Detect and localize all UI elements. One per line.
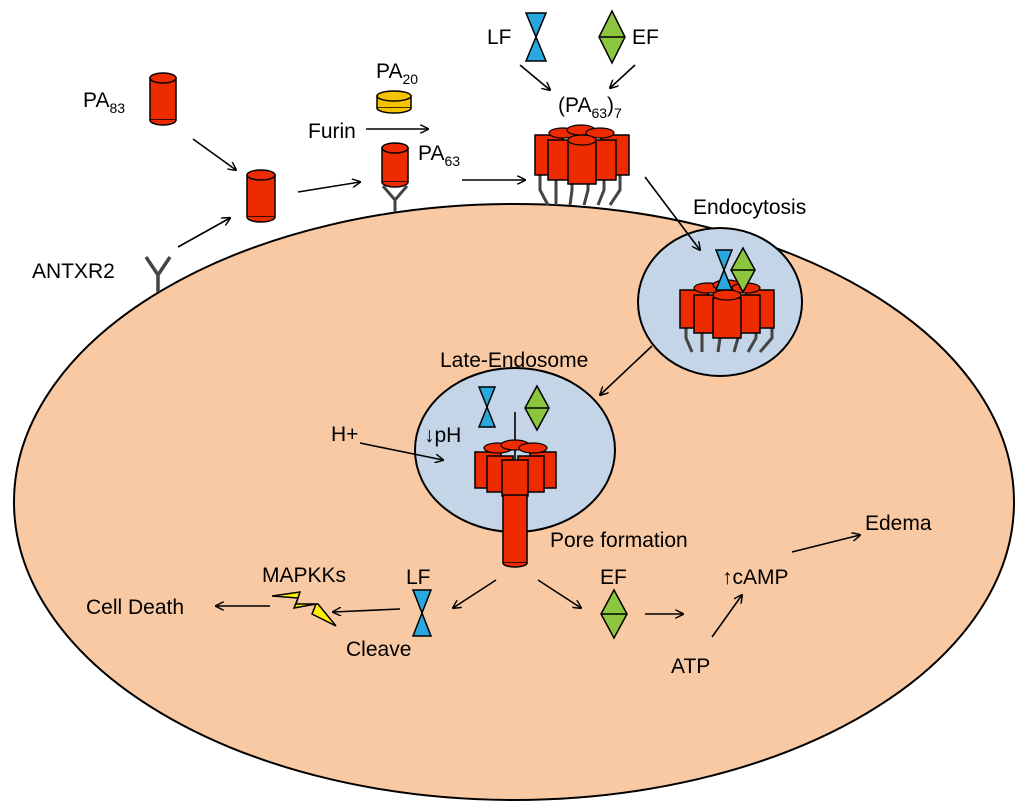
lf-icon (524, 12, 548, 62)
antxr2-label: ANTXR2 (32, 260, 115, 283)
pa83-label: PA83 (83, 89, 125, 116)
lf-bottom-label: LF (406, 566, 431, 589)
ef-in-late-endosome-icon (524, 384, 550, 432)
cell-death-label: Cell Death (86, 596, 184, 619)
pa63-on-receptor (381, 142, 409, 212)
pore-formation-label: Pore formation (550, 529, 688, 552)
h-plus-label: H+ (331, 423, 358, 446)
lightning-icon (271, 591, 337, 627)
pa83-bound-cylinder (246, 169, 276, 223)
ef-in-endosome-icon (730, 246, 756, 294)
furin-label: Furin (308, 120, 356, 143)
late-endosome-label: Late-Endosome (440, 349, 588, 372)
pa83-cylinder (149, 72, 177, 126)
low-ph-label: ↓pH (424, 424, 461, 447)
lf-cytosol-icon (411, 589, 433, 637)
ef-cytosol-icon (600, 588, 628, 640)
ef-icon (598, 9, 626, 65)
pa20-disc (376, 90, 412, 114)
cleave-label: Cleave (346, 638, 411, 661)
endocytosis-label: Endocytosis (693, 196, 806, 219)
pore-heptamer (474, 439, 557, 568)
mapkks-label: MAPKKs (262, 564, 346, 587)
pa20-label: PA20 (376, 60, 418, 87)
lf-in-late-endosome-icon (477, 386, 497, 428)
lf-in-endosome-icon (714, 249, 734, 291)
atp-label: ATP (671, 655, 710, 678)
pa63-heptamer (534, 124, 630, 206)
camp-label: ↑cAMP (722, 566, 789, 589)
edema-label: Edema (865, 512, 932, 535)
pa63-label: PA63 (418, 142, 460, 169)
ef-bottom-label: EF (600, 566, 627, 589)
pathway-arrows (177, 64, 860, 638)
ef-top-label: EF (632, 26, 659, 49)
antxr2-receptor (144, 256, 172, 292)
heptamer-label: (PA63)7 (558, 94, 622, 121)
lf-top-label: LF (487, 26, 512, 49)
